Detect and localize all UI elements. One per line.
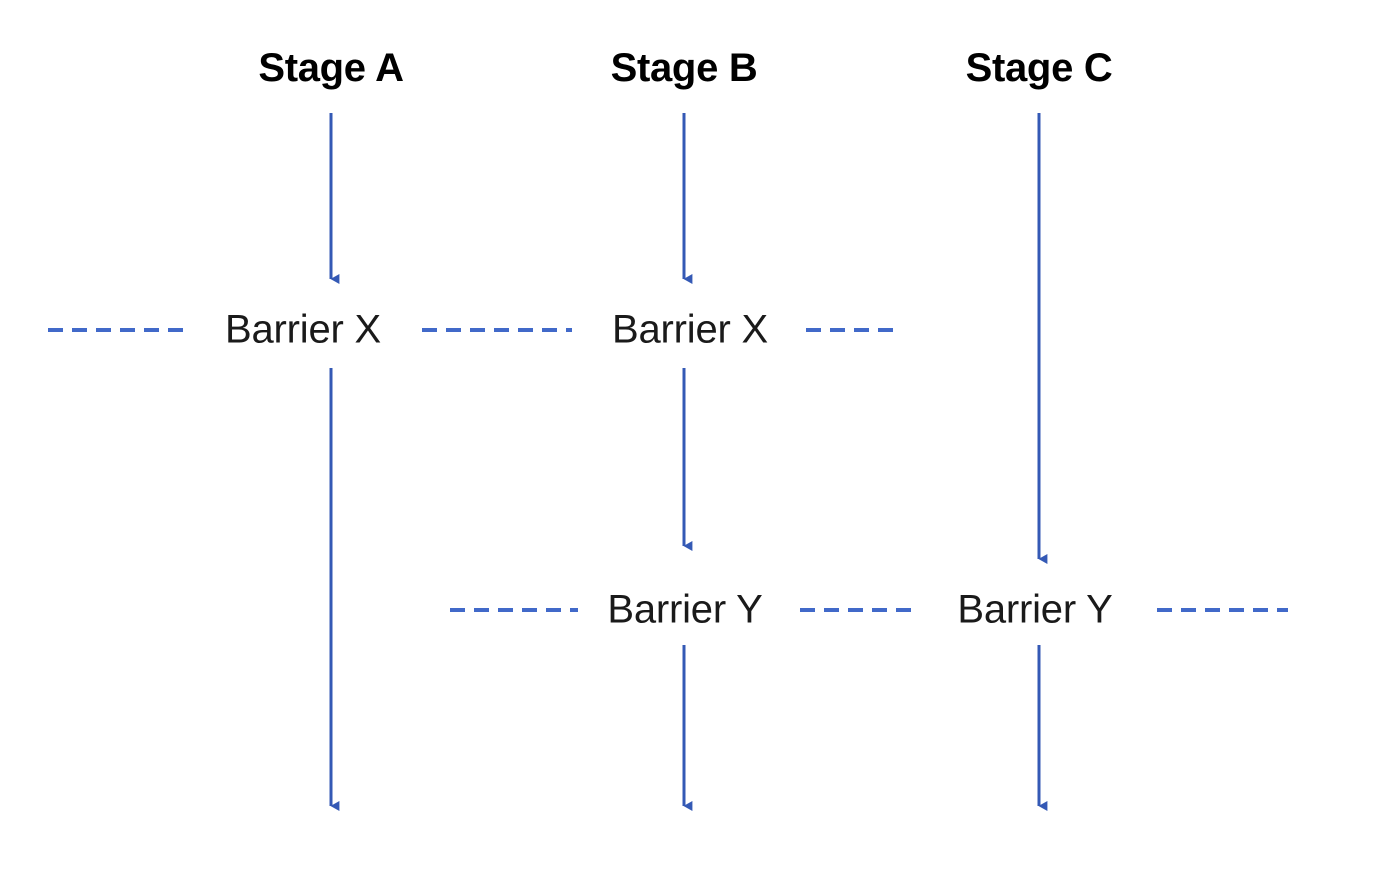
stage-label-2: Stage B	[610, 46, 758, 90]
barrier-x-row-label-2: Barrier X	[605, 307, 775, 353]
barrier-x-row-label-1: Barrier X	[218, 307, 388, 353]
dashed-connector-group	[48, 328, 1288, 612]
stage-label-3: Stage C	[965, 46, 1113, 90]
barrier-y-row-label-1: Barrier Y	[601, 587, 769, 633]
arrow-group	[329, 113, 1048, 811]
stage-label-1: Stage A	[258, 46, 404, 90]
barrier-y-row-label-2: Barrier Y	[951, 587, 1119, 633]
